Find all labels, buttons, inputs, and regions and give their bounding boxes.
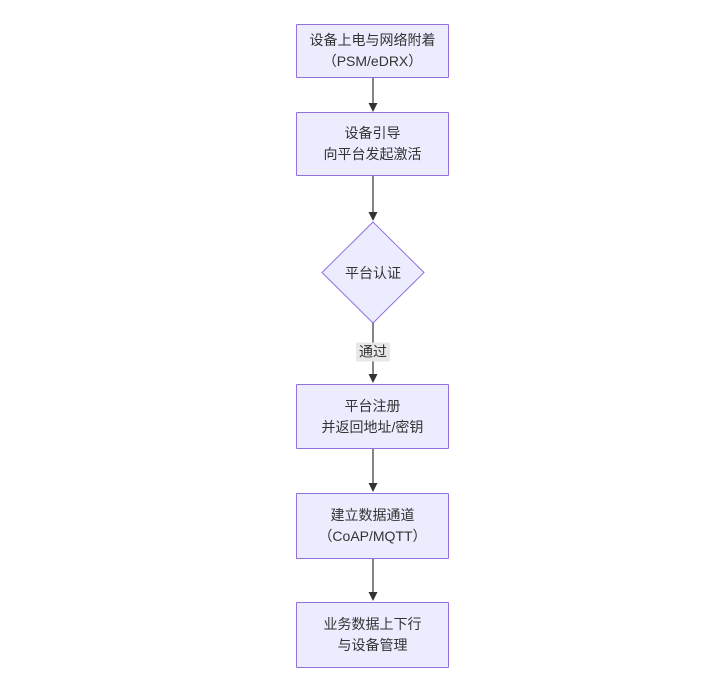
decision-platform-auth-label: 平台认证: [345, 265, 401, 281]
node-text-line: （PSM/eDRX）: [322, 53, 423, 69]
arrowhead-icon: [368, 483, 378, 492]
node-power-on-network-attach: 设备上电与网络附着 （PSM/eDRX）: [296, 24, 449, 78]
node-device-bootstrap: 设备引导 向平台发起激活: [296, 112, 449, 176]
node-platform-register: 平台注册 并返回地址/密钥: [296, 384, 449, 449]
node-data-channel: 建立数据通道 （CoAP/MQTT）: [296, 493, 449, 559]
arrowhead-icon: [368, 374, 378, 383]
node-text-line: 平台注册: [344, 397, 401, 414]
edge-label-pass: 通过: [356, 342, 390, 362]
node-text-line: 并返回地址/密钥: [321, 418, 424, 435]
node-text-line: 向平台发起激活: [323, 146, 422, 162]
node-text-line: 建立数据通道: [330, 507, 415, 523]
arrowhead-icon: [368, 212, 378, 221]
node-business-data-device-mgmt: 业务数据上下行 与设备管理: [296, 602, 449, 668]
node-text-line: 业务数据上下行: [323, 616, 422, 632]
node-text-line: 设备上电与网络附着: [309, 32, 436, 48]
node-text-line: 与设备管理: [337, 637, 408, 653]
arrowhead-icon: [368, 103, 378, 112]
node-text-line: （CoAP/MQTT）: [318, 528, 427, 544]
node-text-line: 设备引导: [344, 125, 401, 141]
arrowhead-icon: [368, 592, 378, 601]
